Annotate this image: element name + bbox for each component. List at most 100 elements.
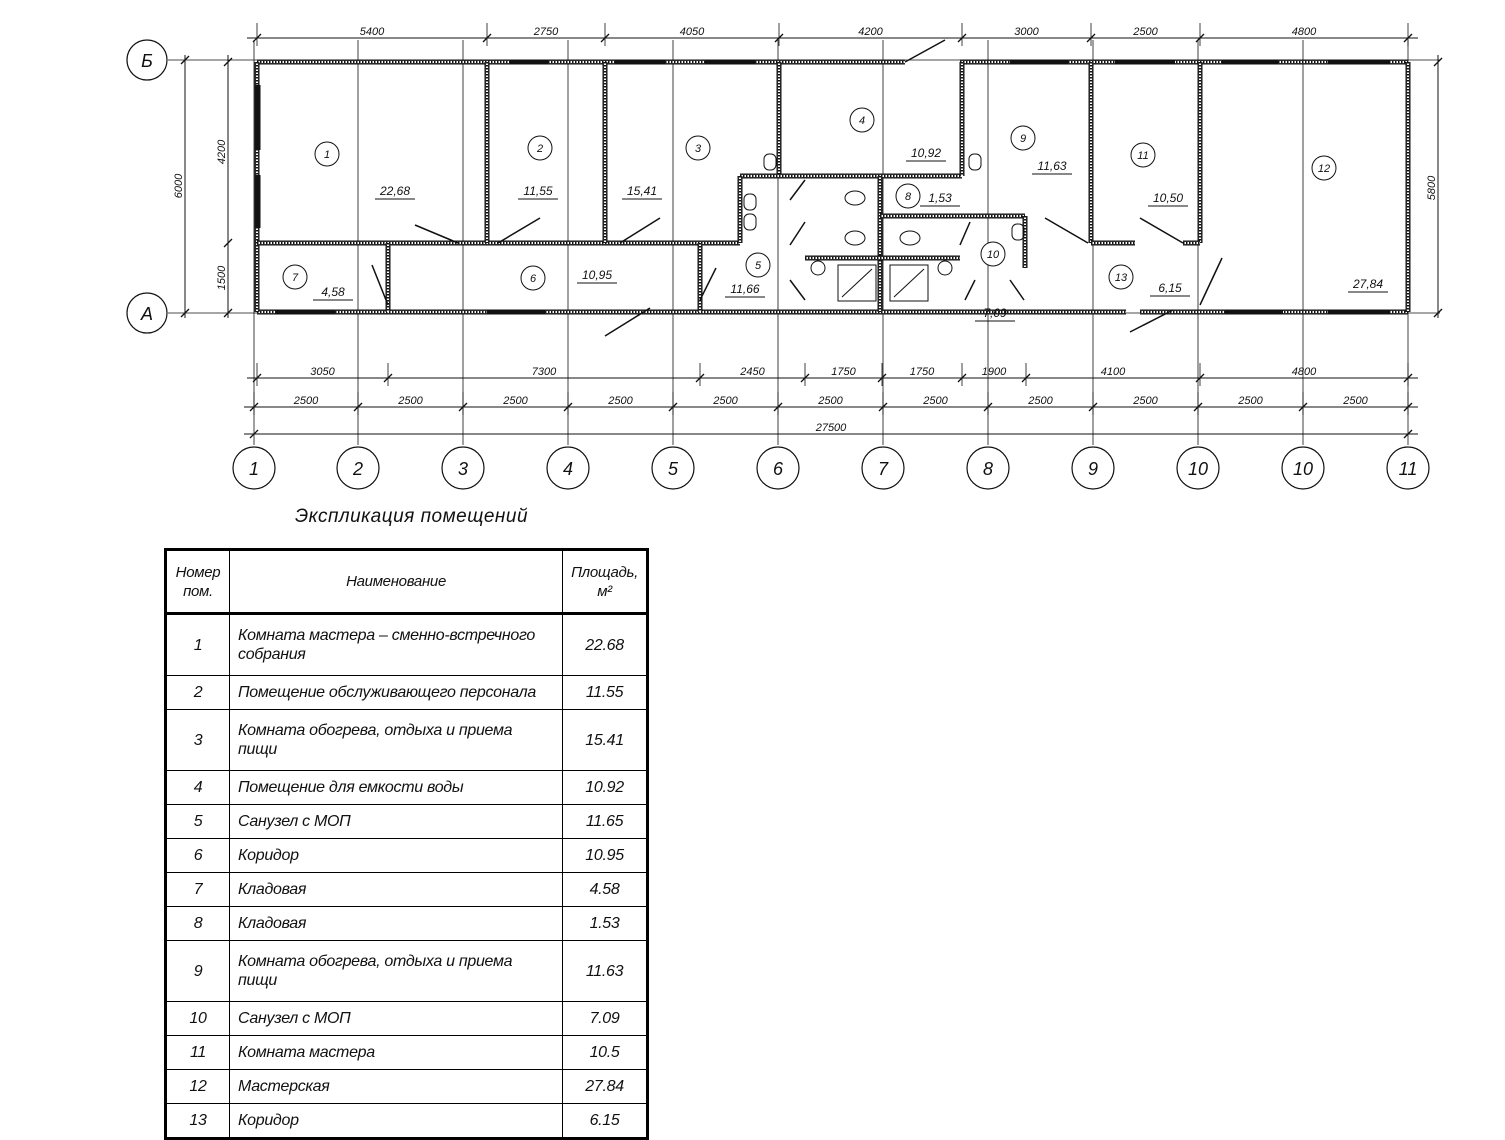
row-num: 5 [165,804,230,839]
dim-tick [1195,33,1205,43]
axis-bubble [1071,446,1115,490]
row-name: Кладовая [228,906,564,941]
dimension-label: 2500 [1237,395,1263,407]
axis-label-row: А [140,304,153,324]
dim-tick [600,33,610,43]
dimension-label: 4050 [680,26,705,38]
dimension-label: 2500 [922,395,948,407]
axis-bubble [126,292,168,334]
urinal-icon [968,153,982,171]
dim-tick [773,402,783,412]
toilet-icon [844,230,866,246]
row-num: 8 [165,906,230,941]
room-number: 5 [755,260,762,272]
axis-bubble [546,446,590,490]
dim-tick [482,33,492,43]
room-number-bubble [1010,125,1036,151]
axis-bubble [126,39,168,81]
shower-icon [889,264,929,302]
room-area: 7,09 [983,306,1007,320]
room-number-bubble [527,135,553,161]
row-name: Комната обогрева, отдыха и приема пищи [228,940,564,1002]
toilet-icon [899,230,921,246]
dim-tick [668,402,678,412]
dim-tick [458,402,468,412]
room-area: 6,15 [1158,281,1182,295]
row-num: 11 [165,1035,230,1070]
dim-tick [252,373,262,383]
dim-tick [1403,402,1413,412]
row-num: 3 [165,709,230,771]
row-num: 1 [165,613,230,676]
axis-label-11: 10 [1293,459,1313,479]
dim-tick [252,33,262,43]
dimension-label: 2750 [533,26,559,38]
row-name: Помещение обслуживающего персонала [228,675,564,710]
dim-tick [957,33,967,43]
room-number-bubble [520,265,546,291]
dimension-label: 2500 [502,395,528,407]
explication-title: Экспликация помещений [295,506,529,527]
door-swing [904,39,946,63]
axis-bubble [756,446,800,490]
room-area: 10,95 [582,268,612,282]
dimension-label: 4200 [216,139,228,164]
row-name: Комната мастера [228,1035,564,1070]
row-area: 10.95 [562,838,648,873]
dimension-label: 3000 [1014,26,1039,38]
axis-bubble [1176,446,1220,490]
dimension-label: 4800 [1292,366,1317,378]
room-number: 9 [1020,133,1026,145]
door-swing [1129,309,1174,333]
dim-tick [180,55,190,65]
dimension-label: 3050 [310,366,335,378]
room-number: 11 [1137,150,1148,162]
dimension-total: 27500 [815,422,847,434]
row-num: 12 [165,1069,230,1104]
row-area: 10.5 [562,1035,648,1070]
dim-tick [1088,402,1098,412]
dim-tick [223,57,233,67]
dim-tick [223,308,233,318]
row-num: 10 [165,1001,230,1036]
dimension-label: 1500 [216,265,228,290]
door-swing [414,224,459,244]
sink-icon [937,260,953,276]
axis-bubble [966,446,1010,490]
room-number: 12 [1318,163,1330,175]
dim-tick [774,33,784,43]
room-number: 4 [859,115,865,127]
axis-label-row: Б [141,51,153,71]
dim-tick [249,429,259,439]
dimension-label: 2500 [397,395,423,407]
axis-bubble [336,446,380,490]
dimension-label: 7300 [532,366,557,378]
door-swing [497,217,541,244]
room-number-bubble [685,135,711,161]
door-swing [789,179,806,201]
dimension-label: 4100 [1101,366,1126,378]
toilet-icon [844,190,866,206]
door-swing [959,221,971,246]
axis-label-3: 3 [458,459,468,479]
dim-tick [223,238,233,248]
dim-tick [249,402,259,412]
room-area: 11,66 [730,282,759,296]
row-name: Мастерская [228,1069,564,1104]
room-number: 2 [536,143,543,155]
dim-tick [1403,373,1413,383]
row-name: Коридор [228,838,564,873]
row-name: Коридор [228,1103,564,1139]
dim-tick [957,373,967,383]
header-name: Наименование [228,549,564,615]
axis-label-4: 4 [563,459,573,479]
dimension-label: 2500 [817,395,843,407]
dim-tick [1433,308,1443,318]
